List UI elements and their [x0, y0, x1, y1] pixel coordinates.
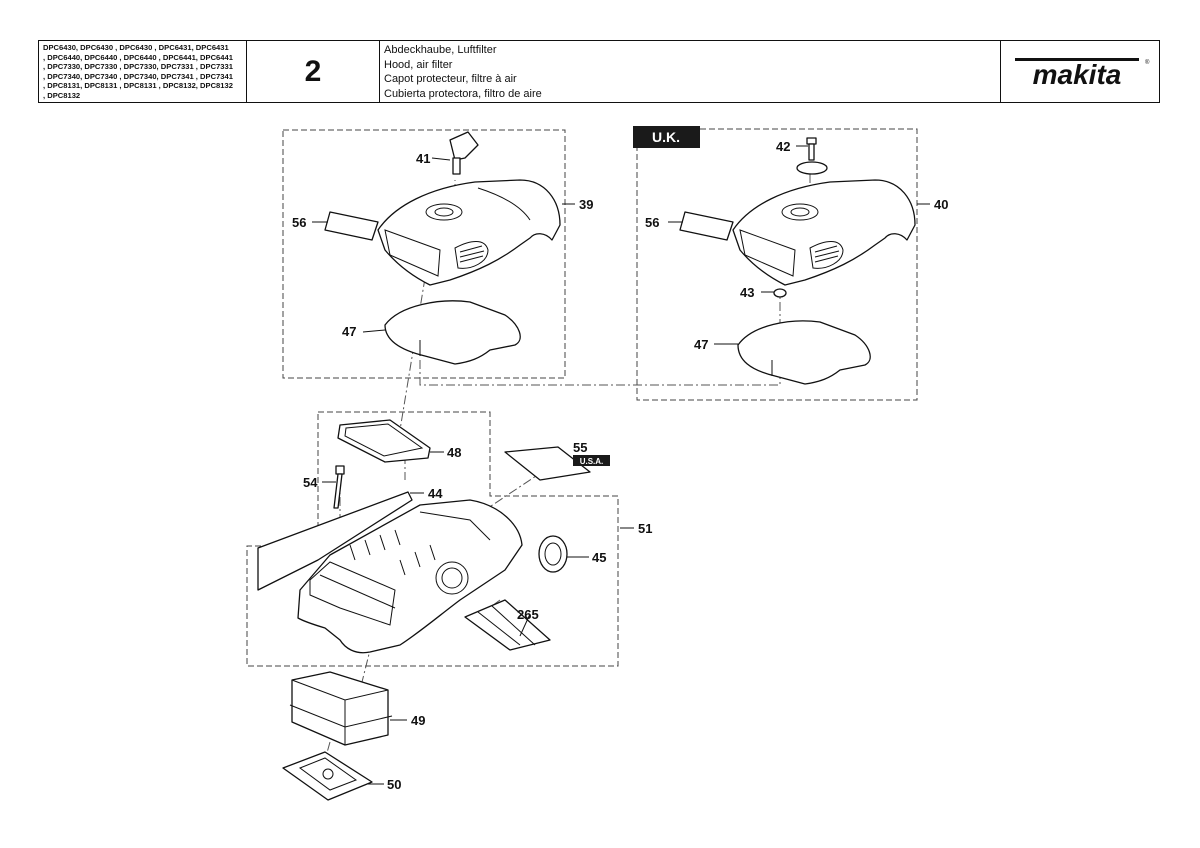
callout-47-uk: 47	[694, 337, 708, 352]
screw-part-42	[796, 137, 828, 175]
callout-43: 43	[740, 285, 754, 300]
model-line: , DPC7330, DPC7330 , DPC7330, DPC7331 , …	[43, 62, 233, 72]
callout-39: 39	[579, 197, 593, 212]
title-fr: Capot protecteur, filtre à air	[384, 73, 517, 85]
foam-part-265	[464, 599, 551, 651]
model-line: DPC6430, DPC6430 , DPC6430 , DPC6431, DP…	[43, 43, 229, 52]
callout-56-uk: 56	[645, 215, 659, 230]
knob-part-41	[449, 131, 479, 175]
makita-logo-icon: makita ®	[1015, 57, 1150, 90]
screw-part-54	[333, 465, 345, 509]
usa-badge	[573, 455, 610, 466]
model-line: , DPC8132	[43, 90, 81, 100]
callout-44: 44	[428, 486, 443, 501]
model-line: , DPC8131, DPC8131 , DPC8131 , DPC8132, …	[43, 81, 233, 91]
callout-265: 265	[517, 607, 539, 622]
model-line: , DPC6440, DPC6440 , DPC6440 , DPC6441, …	[43, 52, 233, 62]
label-part-56	[324, 211, 379, 241]
callout-50: 50	[387, 777, 401, 792]
title-en: Hood, air filter	[384, 58, 453, 71]
callout-49: 49	[411, 713, 425, 728]
cap-part-45	[538, 535, 568, 573]
callout-45: 45	[592, 550, 606, 565]
callout-48: 48	[447, 445, 461, 460]
uk-badge	[633, 126, 700, 148]
hood-part-39	[377, 179, 561, 286]
brand-logo: makita ®	[1001, 41, 1159, 102]
brand-name: makita	[1033, 59, 1122, 90]
label-part-56-uk	[679, 211, 734, 241]
uk-badge-label: U.K.	[652, 129, 680, 145]
group-box-40	[636, 128, 918, 401]
filter-part-47	[384, 300, 521, 365]
page-number: 2	[247, 41, 380, 102]
air-filter-part-49	[289, 671, 393, 746]
callout-55: 55	[573, 440, 587, 455]
filter-part-47-uk	[737, 320, 871, 385]
grommet-part-43	[773, 288, 787, 298]
title-es: Cubierta protectora, filtro de aire	[384, 87, 542, 100]
label-part-55	[504, 446, 591, 481]
callout-47: 47	[342, 324, 356, 339]
model-line: , DPC7340, DPC7340 , DPC7340, DPC7341 , …	[43, 71, 233, 81]
section-titles: Abdeckhaube, Luftfilter Hood, air filter…	[380, 41, 1001, 102]
filter-housing-part-51	[297, 499, 523, 654]
group-box-39	[282, 129, 566, 379]
seal-strip-part-44	[257, 491, 413, 591]
usa-badge-label: U.S.A.	[580, 457, 604, 466]
model-list: DPC6430, DPC6430 , DPC6430 , DPC6431, DP…	[39, 41, 247, 102]
callout-40: 40	[934, 197, 948, 212]
gasket-part-48	[337, 419, 431, 463]
callout-56: 56	[292, 215, 306, 230]
title-block: DPC6430, DPC6430 , DPC6430 , DPC6431, DP…	[38, 40, 1160, 103]
callout-51: 51	[638, 521, 652, 536]
title-de: Abdeckhaube, Luftfilter	[384, 44, 497, 56]
svg-text:®: ®	[1145, 59, 1150, 66]
callout-41: 41	[416, 151, 430, 166]
hood-part-40	[732, 179, 916, 286]
callout-54: 54	[303, 475, 318, 490]
base-plate-part-50	[282, 751, 373, 801]
callout-42: 42	[776, 139, 790, 154]
